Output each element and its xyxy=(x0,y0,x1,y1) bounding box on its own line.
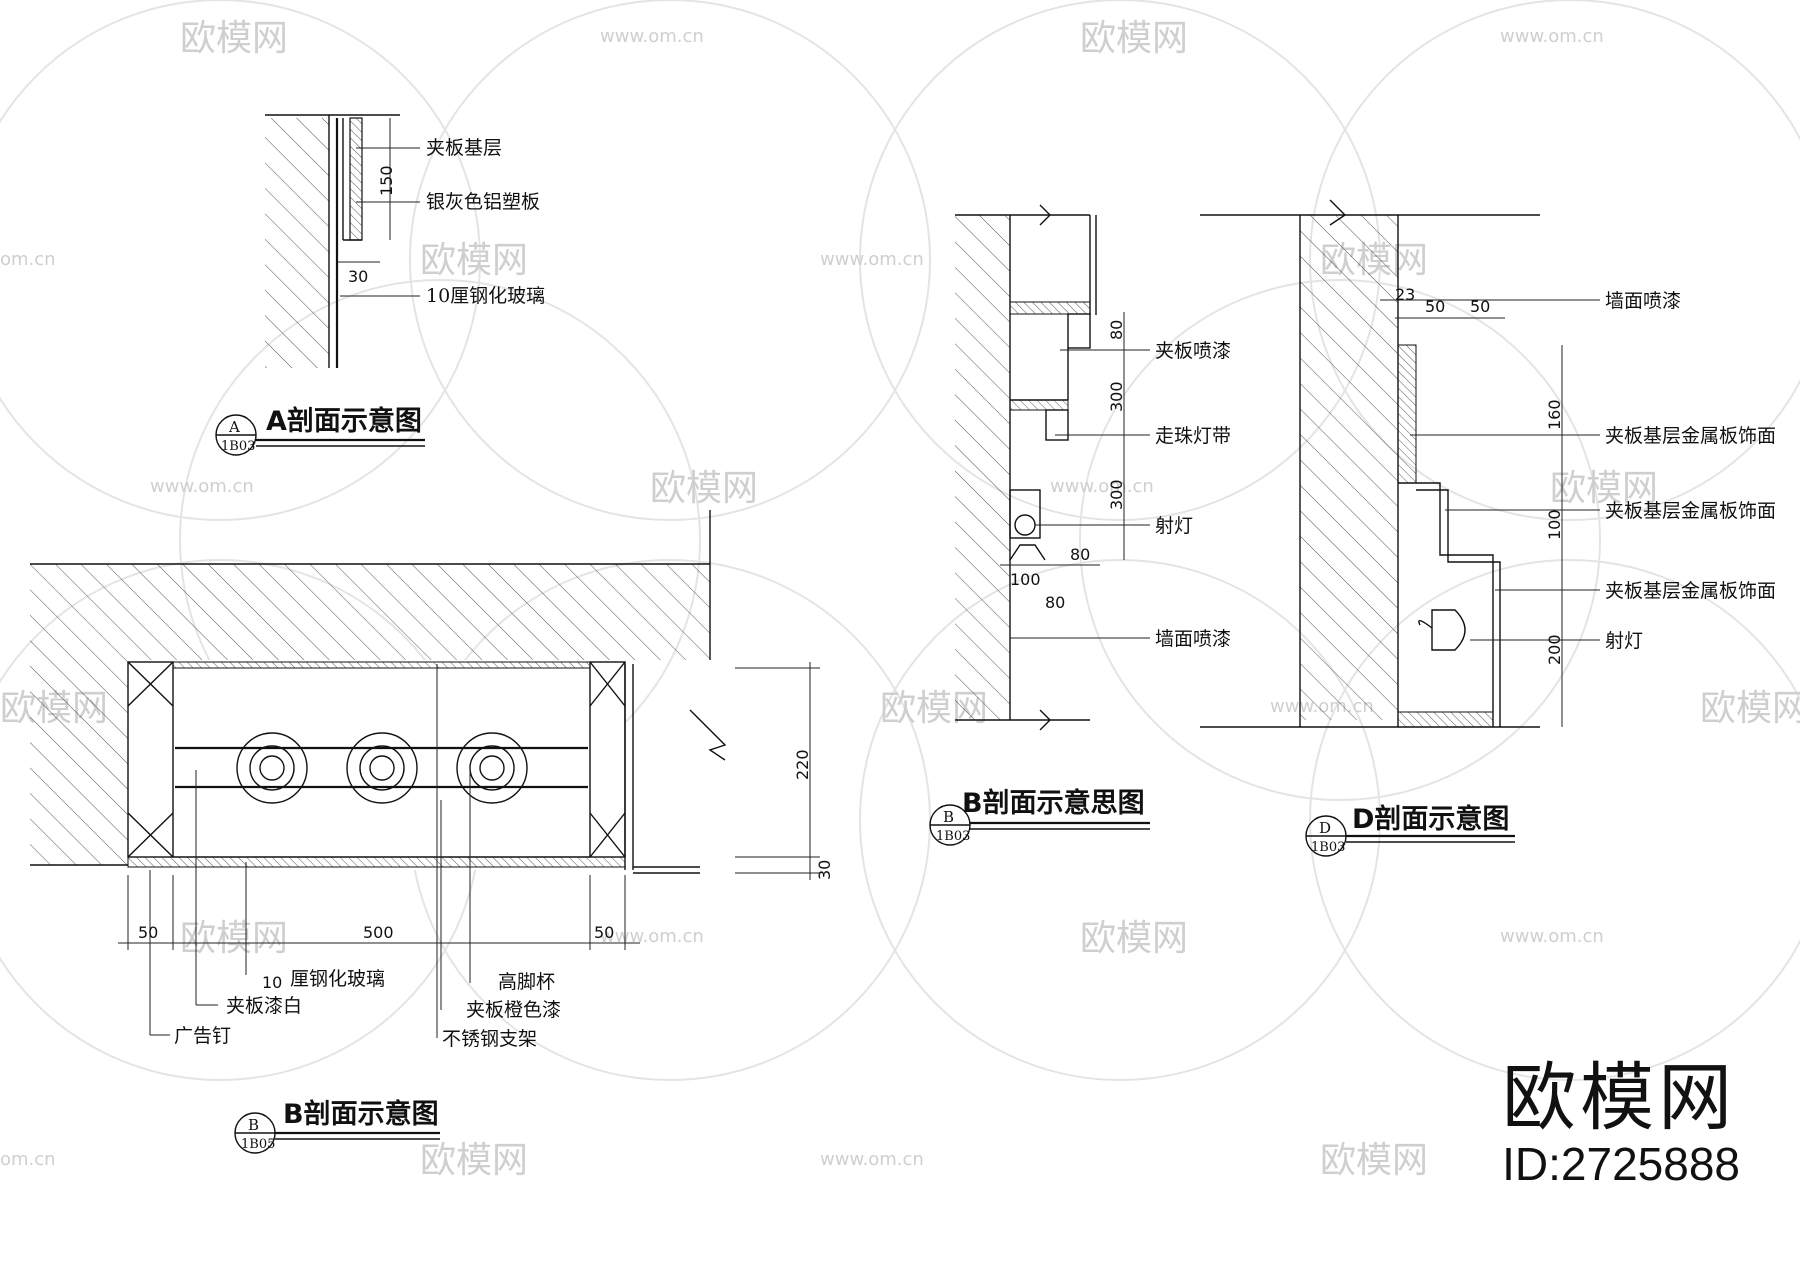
spotlight-icon xyxy=(1014,514,1036,536)
dim-50-b: 50 xyxy=(1470,297,1490,316)
dim-80-top: 80 xyxy=(1107,320,1126,340)
label-display-nail: 广告钉 xyxy=(174,1025,231,1047)
spotlight-icon xyxy=(1431,609,1466,651)
dim-23: 23 xyxy=(1395,285,1415,304)
section-tag-letter: D xyxy=(1319,819,1331,837)
dim-80-bottom: 80 xyxy=(1045,593,1065,612)
section-title: D剖面示意图 xyxy=(1352,803,1509,835)
watermark-name: 欧模网 xyxy=(1550,468,1658,509)
watermark-name: 欧模网 xyxy=(420,240,528,281)
watermark-name: 欧模网 xyxy=(1080,918,1188,959)
section-a: 夹板基层 银灰色铝塑板 10厘钢化玻璃 150 30 A 1B03 A剖面示意图 xyxy=(215,114,545,456)
brand-block: 欧模网 ID:2725888 xyxy=(1502,1056,1740,1191)
dim-160: 160 xyxy=(1545,399,1564,430)
section-title: B剖面示意思图 xyxy=(962,787,1145,819)
dim-300-b: 300 xyxy=(1107,479,1126,510)
section-title: A剖面示意图 xyxy=(266,405,422,437)
watermark-site: www.om.cn xyxy=(150,476,254,497)
watermark-marks: 欧模网 www.om.cn 欧模网 www.om.cn om.cn 欧模网 ww… xyxy=(0,18,1800,1181)
section-tag-sheet: 1B03 xyxy=(1311,840,1345,855)
label-white-plywood: 夹板漆白 xyxy=(226,995,302,1017)
watermark-site: www.om.cn xyxy=(1500,26,1604,47)
label-metal-panel-2: 夹板基层金属板饰面 xyxy=(1605,500,1776,522)
label-metal-panel-1: 夹板基层金属板饰面 xyxy=(1605,425,1776,447)
dim-30: 30 xyxy=(348,267,368,286)
watermark-site: om.cn xyxy=(0,1149,56,1170)
label-led-strip: 走珠灯带 xyxy=(1155,425,1231,447)
watermark-name: 欧模网 xyxy=(1320,1140,1428,1181)
section-tag-sheet: 1B05 xyxy=(241,1137,275,1152)
section-tag-letter: B xyxy=(943,808,954,826)
label-plywood-base: 夹板基层 xyxy=(426,137,502,159)
dim-220: 220 xyxy=(793,749,812,780)
watermark-layer: 欧模网 www.om.cn 欧模网 www.om.cn om.cn 欧模网 ww… xyxy=(0,0,1800,1181)
label-steel-bracket: 不锈钢支架 xyxy=(442,1028,537,1050)
watermark-name: 欧模网 xyxy=(1080,18,1188,59)
wall-hatch xyxy=(265,118,329,368)
brand-name: 欧模网 xyxy=(1502,1056,1737,1139)
section-b-upper: 夹板喷漆 走珠灯带 射灯 墙面喷漆 80 300 300 80 100 80 B… xyxy=(929,204,1231,846)
watermark-name: 欧模网 xyxy=(650,468,758,509)
label-wall-paint: 墙面喷漆 xyxy=(1155,628,1231,650)
section-b-lower: 10 厘钢化玻璃 夹板漆白 广告钉 高脚杯 夹板橙色漆 不锈钢支架 50 500… xyxy=(30,510,834,1154)
watermark-name: 欧模网 xyxy=(420,1140,528,1181)
label-spotlight: 射灯 xyxy=(1605,630,1643,652)
section-tag-sheet: 1B03 xyxy=(936,829,970,844)
dim-80-mid: 80 xyxy=(1070,545,1090,564)
watermark-site: www.om.cn xyxy=(1500,926,1604,947)
dim-50-left: 50 xyxy=(138,923,158,942)
dim-100: 100 xyxy=(1545,509,1564,540)
label-aluminum-panel: 银灰色铝塑板 xyxy=(426,191,540,213)
watermark-site: www.om.cn xyxy=(600,926,704,947)
dim-500: 500 xyxy=(363,923,394,942)
section-tag-sheet: 1B03 xyxy=(221,439,255,454)
label-metal-panel-3: 夹板基层金属板饰面 xyxy=(1605,580,1776,602)
label-wall-paint: 墙面喷漆 xyxy=(1605,290,1681,312)
section-tag-letter: B xyxy=(248,1116,259,1134)
dim-100: 100 xyxy=(1010,570,1041,589)
brand-id: ID:2725888 xyxy=(1502,1138,1740,1190)
dim-50-a: 50 xyxy=(1425,297,1445,316)
dim-30: 30 xyxy=(815,860,834,880)
label-goblet: 高脚杯 xyxy=(498,971,555,993)
dim-50-right: 50 xyxy=(594,923,614,942)
label-plywood-paint: 夹板喷漆 xyxy=(1155,340,1231,362)
dim-200: 200 xyxy=(1545,634,1564,665)
glass-shelf xyxy=(127,856,626,868)
section-d: 墙面喷漆 夹板基层金属板饰面 夹板基层金属板饰面 夹板基层金属板饰面 射灯 23… xyxy=(1200,199,1776,857)
watermark-name: 欧模网 xyxy=(180,18,288,59)
dim-300-a: 300 xyxy=(1107,381,1126,412)
watermark-site: www.om.cn xyxy=(1050,476,1154,497)
label-orange-plywood: 夹板橙色漆 xyxy=(466,999,561,1021)
label-spotlight: 射灯 xyxy=(1155,515,1193,537)
dim-150: 150 xyxy=(377,165,396,196)
watermark-name: 欧模网 xyxy=(1700,688,1800,729)
watermark-site: www.om.cn xyxy=(820,1149,924,1170)
section-tag-letter: A xyxy=(228,418,240,436)
watermark-site: www.om.cn xyxy=(820,249,924,270)
watermark-name: 欧模网 xyxy=(180,918,288,959)
panel-layer xyxy=(349,117,363,241)
watermark-site: www.om.cn xyxy=(600,26,704,47)
section-title: B剖面示意图 xyxy=(283,1098,439,1130)
label-tempered-glass: 厘钢化玻璃 xyxy=(290,968,385,990)
watermark-site: om.cn xyxy=(0,249,56,270)
goblet-group xyxy=(236,732,528,804)
label-tempered-glass: 10厘钢化玻璃 xyxy=(426,285,545,307)
label-glass-thickness: 10 xyxy=(262,973,282,992)
